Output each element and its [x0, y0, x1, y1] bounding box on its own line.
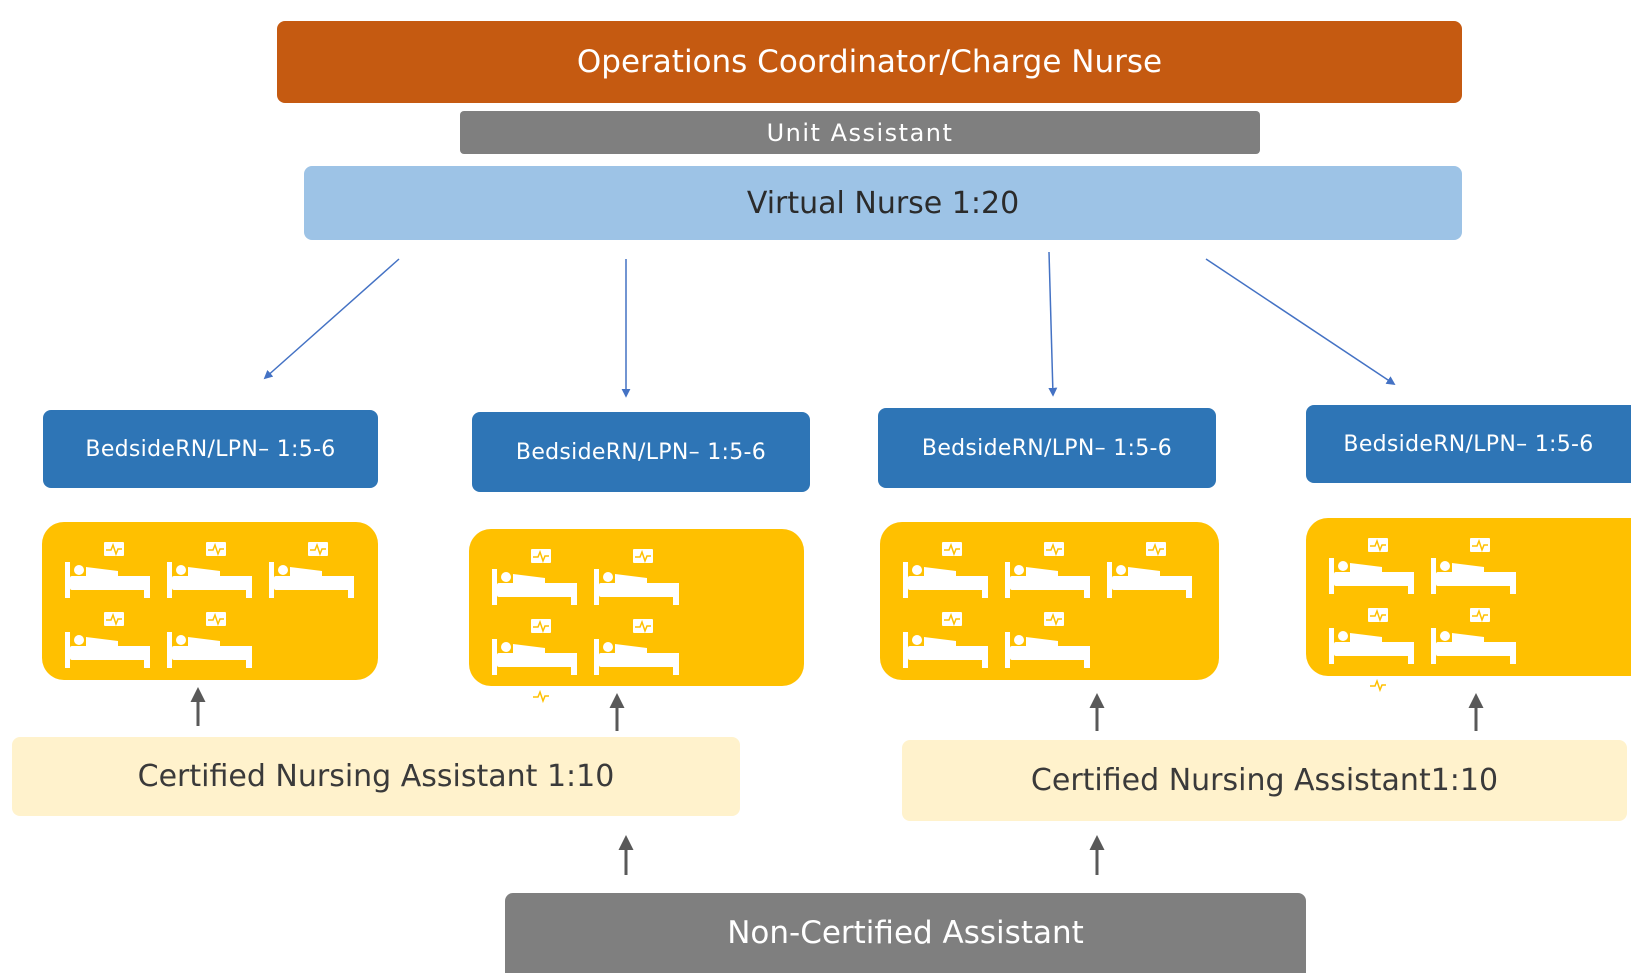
patient-pod-4: [1306, 518, 1631, 734]
patient-pod-1: [42, 522, 378, 680]
operations-coordinator-box: Operations Coordinator/Charge Nurse: [277, 21, 1462, 103]
arrow-vn-to-rn-3: [1048, 251, 1058, 397]
non-certified-assistant-box: Non-Certified Assistant: [505, 893, 1306, 973]
hospital-bed-monitor-icon: [1002, 540, 1094, 600]
bedside-rn-box-3: BedsideRN/LPN– 1:5-6: [878, 408, 1216, 488]
virtual-nurse-label: Virtual Nurse 1:20: [746, 185, 1020, 221]
patient-pod-2: [469, 529, 804, 745]
cna-box-2: Certified Nursing Assistant1:10: [902, 740, 1627, 821]
arrow-vn-to-rn-4: [1205, 258, 1396, 385]
bedside-rn-box-2: BedsideRN/LPN– 1:5-6: [472, 412, 810, 492]
hospital-bed-monitor-icon: [591, 547, 683, 607]
hospital-bed-monitor-icon: [164, 610, 256, 670]
virtual-nurse-box: Virtual Nurse 1:20: [304, 166, 1462, 240]
hospital-bed-monitor-icon: [62, 540, 154, 600]
operations-coordinator-label: Operations Coordinator/Charge Nurse: [576, 44, 1163, 80]
bedside-rn-box-4: BedsideRN/LPN– 1:5-6: [1306, 405, 1631, 483]
bedside-rn-box-1: BedsideRN/LPN– 1:5-6: [43, 410, 378, 488]
unit-assistant-box: Unit Assistant: [460, 111, 1260, 154]
hospital-bed-monitor-icon: [1428, 536, 1520, 596]
hospital-bed-monitor-icon: [266, 540, 358, 600]
bedside-rn-label: BedsideRN/LPN– 1:5-6: [515, 439, 767, 465]
cna-box-1: Certified Nursing Assistant 1:10: [12, 737, 740, 816]
hospital-bed-monitor-icon: [1104, 540, 1196, 600]
hospital-bed-monitor-icon: [1326, 676, 1418, 736]
patient-pod-3: [880, 522, 1219, 680]
bedside-rn-label: BedsideRN/LPN– 1:5-6: [921, 435, 1173, 461]
hospital-bed-monitor-icon: [591, 617, 683, 677]
hospital-bed-monitor-icon: [489, 547, 581, 607]
arrow-vn-to-rn-1: [263, 258, 400, 380]
bedside-rn-label: BedsideRN/LPN– 1:5-6: [85, 436, 336, 462]
cna-label: Certified Nursing Assistant 1:10: [137, 759, 615, 794]
hospital-bed-monitor-icon: [1326, 606, 1418, 666]
unit-assistant-label: Unit Assistant: [766, 118, 954, 147]
bedside-rn-label: BedsideRN/LPN– 1:5-6: [1343, 431, 1594, 457]
hospital-bed-monitor-icon: [164, 540, 256, 600]
hospital-bed-monitor-icon: [1428, 606, 1520, 666]
hospital-bed-monitor-icon: [1326, 536, 1418, 596]
hospital-bed-monitor-icon: [900, 540, 992, 600]
hospital-bed-monitor-icon: [62, 610, 154, 670]
hospital-bed-monitor-icon: [489, 617, 581, 677]
hospital-bed-monitor-icon: [1002, 610, 1094, 670]
hospital-bed-monitor-icon: [489, 687, 581, 747]
non-certified-assistant-label: Non-Certified Assistant: [727, 915, 1084, 951]
hospital-bed-monitor-icon: [900, 610, 992, 670]
cna-label: Certified Nursing Assistant1:10: [1030, 763, 1499, 798]
